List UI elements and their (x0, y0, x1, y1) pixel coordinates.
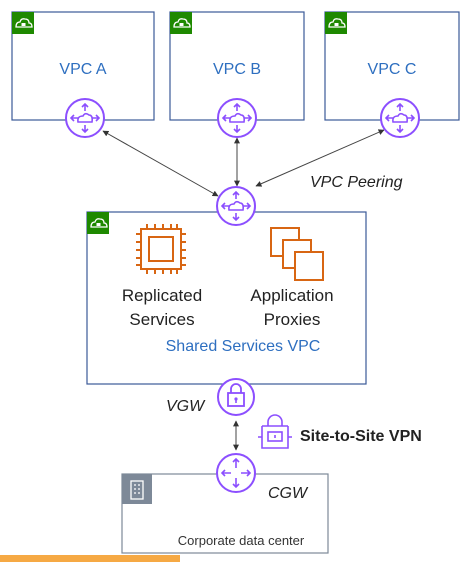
peering-connections (102, 129, 385, 197)
cloud-lock-icon (12, 12, 34, 34)
router-icon-vpc-c (380, 98, 420, 138)
cloud-lock-icon (87, 212, 109, 234)
building-icon (122, 474, 152, 504)
vpn-connection-icon (258, 414, 292, 449)
vpc-peering-label: VPC Peering (310, 174, 403, 191)
proxy-stack-icon (270, 227, 324, 281)
vgw-label: VGW (166, 398, 206, 415)
vpc-a-label: VPC A (59, 61, 106, 78)
cgw-label: CGW (268, 485, 309, 502)
peering-line-c (255, 129, 385, 187)
corporate-data-center-label: Corporate data center (178, 533, 305, 548)
ec2-instance-icon (136, 224, 186, 274)
customer-gateway-icon (216, 453, 256, 493)
cloud-lock-icon (170, 12, 192, 34)
application-proxies-line2: Proxies (264, 310, 321, 329)
shared-services-vpc-label: Shared Services VPC (166, 338, 321, 355)
router-icon-vpc-b (217, 98, 257, 138)
replicated-services-line1: Replicated (122, 286, 202, 305)
cloud-lock-icon (325, 12, 347, 34)
shared-services-vpc-box: Replicated Services Application Proxies … (86, 211, 367, 385)
site-to-site-vpn-label: Site-to-Site VPN (300, 428, 422, 445)
application-proxies-line1: Application (250, 286, 333, 305)
vpc-b-label: VPC B (213, 61, 261, 78)
vpn-gateway-icon (217, 378, 255, 416)
router-icon-shared (216, 186, 256, 226)
router-icon-vpc-a (65, 98, 105, 138)
replicated-services-line2: Services (129, 310, 194, 329)
vpc-b-box: VPC B (169, 11, 305, 121)
vpc-c-label: VPC C (368, 61, 417, 78)
peering-line-a (102, 130, 219, 197)
footer-accent-bar (0, 555, 180, 562)
